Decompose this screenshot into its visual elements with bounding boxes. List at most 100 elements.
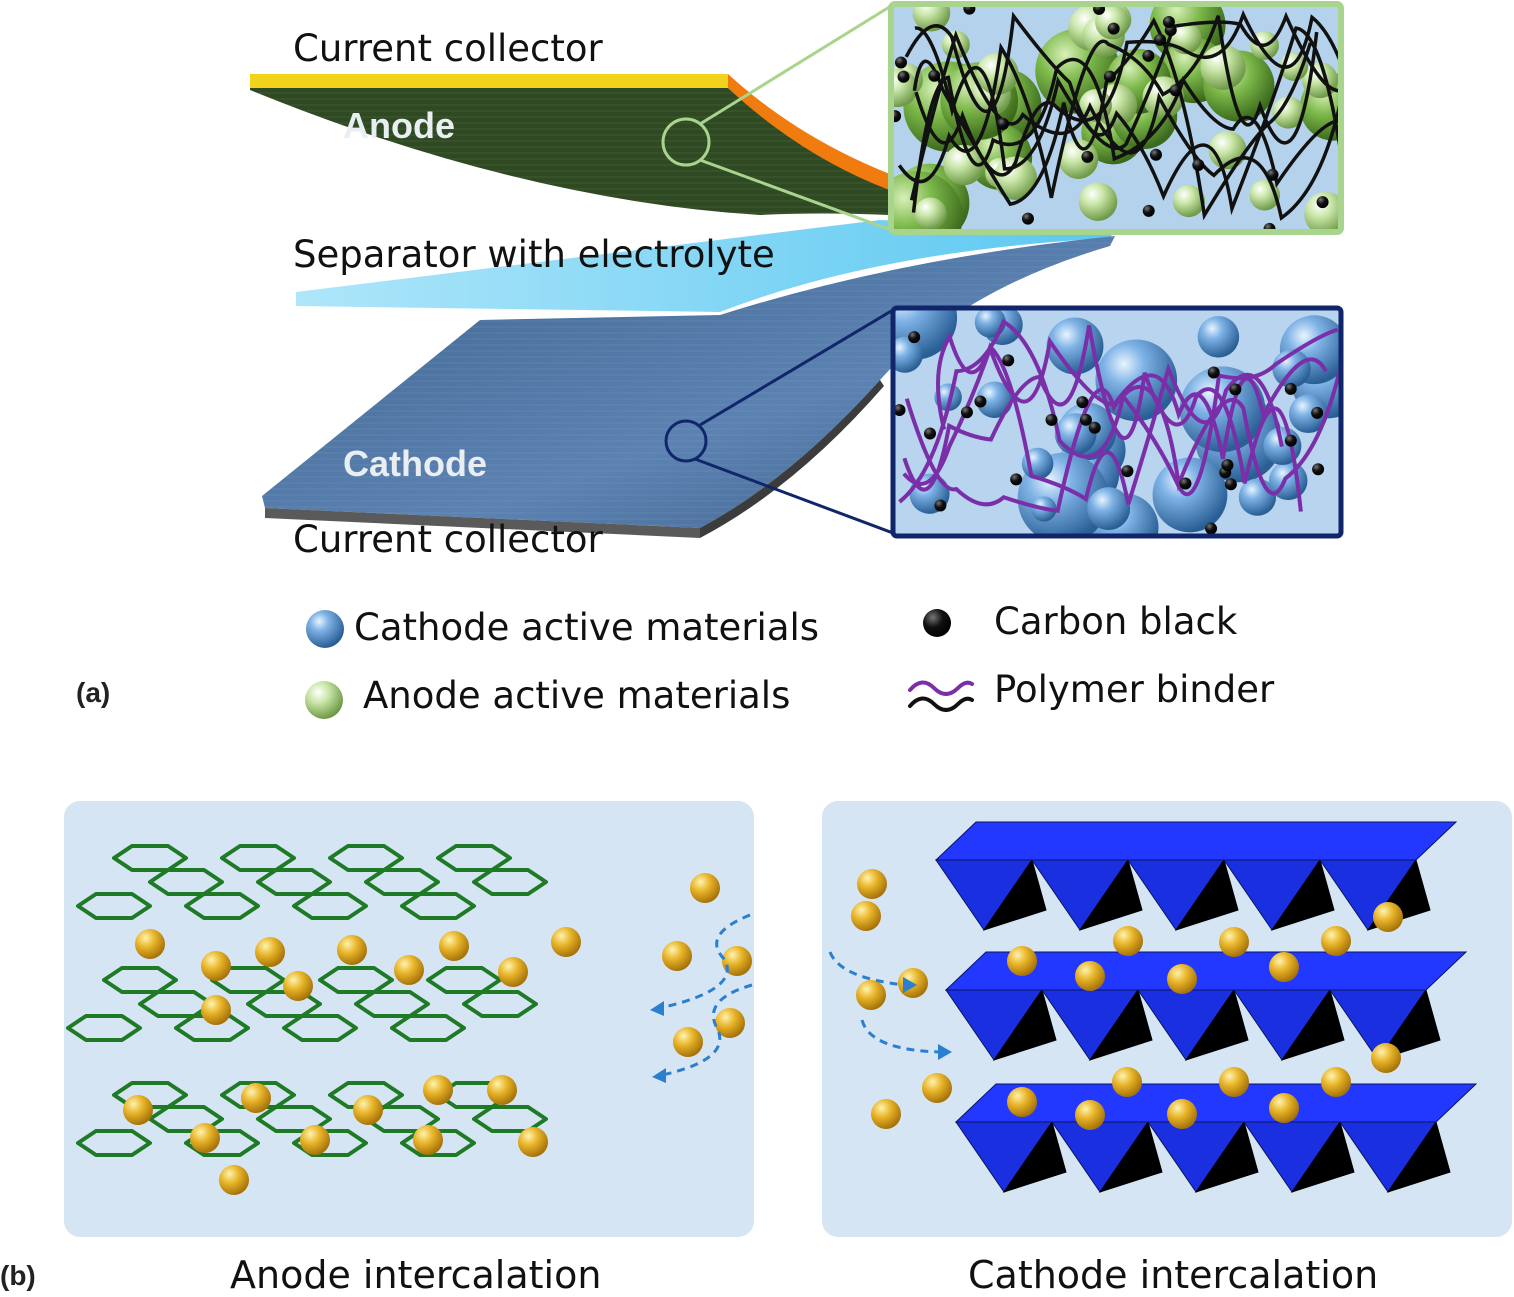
carbon-black-particle <box>1002 354 1015 367</box>
anode-particle <box>891 68 918 108</box>
carbon-black-icon <box>923 609 951 637</box>
anode-particle <box>1058 139 1099 179</box>
cathode-arrow-heads <box>903 977 952 1060</box>
graphene-hexagon <box>292 892 368 920</box>
lithium-ion <box>487 1075 517 1105</box>
carbon-black-particle <box>1229 383 1242 396</box>
octahedron-side <box>1290 1120 1355 1193</box>
lithium-ion <box>498 957 528 987</box>
lithium-ion <box>439 931 469 961</box>
lithium-ion <box>135 929 165 959</box>
graphene-hexagon <box>184 892 260 920</box>
anode-particle <box>943 144 985 186</box>
carbon-black-particle <box>1142 49 1155 62</box>
graphene-hexagon <box>354 990 430 1018</box>
lithium-ion <box>1371 1043 1401 1073</box>
carbon-black-particle <box>960 406 973 419</box>
lithium-ion <box>1219 1067 1249 1097</box>
carbon-black-particle <box>1021 212 1034 225</box>
anode-intercalation-caption: Anode intercalation <box>230 1253 602 1297</box>
graphene-hexagon <box>102 966 178 994</box>
carbon-black-particle <box>1103 70 1116 83</box>
cathode-zoom-inset <box>893 308 1341 536</box>
lithium-ion <box>1007 946 1037 976</box>
octahedron-side <box>1184 988 1249 1061</box>
octahedron-side <box>1376 988 1441 1061</box>
graphene-hexagon <box>328 1081 404 1109</box>
graphene-hexagon <box>426 966 502 994</box>
lithium-ion <box>219 1165 249 1195</box>
carbon-black-particle <box>1010 473 1023 486</box>
lithium-ion <box>413 1125 443 1155</box>
graphene-hexagon <box>364 1105 440 1133</box>
lithium-ion <box>715 1008 745 1038</box>
cathode-particle <box>976 381 1013 419</box>
cathode-intercalation-caption: Cathode intercalation <box>968 1253 1379 1297</box>
octahedron-side <box>992 988 1057 1061</box>
lithium-ion <box>201 951 231 981</box>
graphene-hexagon <box>76 1129 152 1157</box>
graphene-hexagon <box>436 844 512 872</box>
carbon-black-particle <box>1205 522 1218 535</box>
anode-material-icon <box>305 681 343 719</box>
lithium-ion <box>922 1073 952 1103</box>
octahedron-side <box>1194 1120 1259 1193</box>
bottom-current-collector-label: Current collector <box>293 518 603 561</box>
octahedron-side <box>1280 988 1345 1061</box>
cathode-magnifier-circle <box>664 419 708 463</box>
carbon-black-particle <box>1169 84 1182 97</box>
graphene-hexagon <box>256 1105 332 1133</box>
top-current-collector-label: Current collector <box>293 27 603 70</box>
carbon-black-particle <box>1224 478 1237 491</box>
graphene-hexagon <box>112 844 188 872</box>
carbon-black-particle <box>894 56 907 69</box>
carbon-black-particle <box>1311 406 1324 419</box>
binder-strand <box>936 331 1328 460</box>
anode-magnifier-circle <box>661 117 711 167</box>
anode-particle <box>1304 192 1341 232</box>
octahedra-top-face <box>934 821 1458 861</box>
graphene-hexagon <box>462 990 538 1018</box>
lithium-ion <box>1075 1100 1105 1130</box>
cathode-particle <box>974 308 1006 338</box>
lithium-ion <box>353 1095 383 1125</box>
carbon-black-particle <box>908 331 921 344</box>
lithium-ion <box>1373 902 1403 932</box>
anode-particle <box>914 197 947 230</box>
graphene-hexagon <box>174 1014 250 1042</box>
cathode-particle <box>1289 394 1328 434</box>
lithium-ion <box>241 1083 271 1113</box>
carbon-black-particle <box>923 427 936 440</box>
octahedron-side <box>1386 1120 1451 1193</box>
lithium-ion <box>1112 1067 1142 1097</box>
separator-label: Separator with electrolyte <box>293 233 775 276</box>
graphene-hexagon <box>472 1105 548 1133</box>
graphene-hexagon <box>390 1014 466 1042</box>
lithium-ion <box>690 873 720 903</box>
cathode-ion-arrows <box>828 951 941 1054</box>
anode-arrow-heads <box>650 1001 666 1083</box>
lithium-ion <box>1113 926 1143 956</box>
carbon-black-particle <box>1316 196 1329 209</box>
carbon-black-particle <box>1162 15 1175 28</box>
binder-strand <box>904 11 1341 216</box>
carbon-black-particle <box>1107 22 1120 35</box>
anode-particle <box>1095 5 1130 40</box>
octahedron-side <box>982 858 1047 931</box>
octahedron-side <box>1078 858 1143 931</box>
panel-a-tag: (a) <box>76 677 111 708</box>
lithium-ion <box>1269 952 1299 982</box>
lithium-ion <box>337 935 367 965</box>
legend-cathode-materials: Cathode active materials <box>354 606 820 649</box>
anode-label: Anode <box>343 105 455 146</box>
cathode-lithium-ions <box>851 869 1403 1130</box>
graphene-hexagon <box>246 990 322 1018</box>
octahedron-side <box>1098 1120 1163 1193</box>
octahedra-layers <box>934 821 1478 1193</box>
separator-layer <box>296 220 1112 312</box>
legend-polymer-binder: Polymer binder <box>994 668 1275 711</box>
lithium-ion <box>871 1099 901 1129</box>
graphene-hexagon <box>472 868 548 896</box>
lithium-ion <box>283 971 313 1001</box>
